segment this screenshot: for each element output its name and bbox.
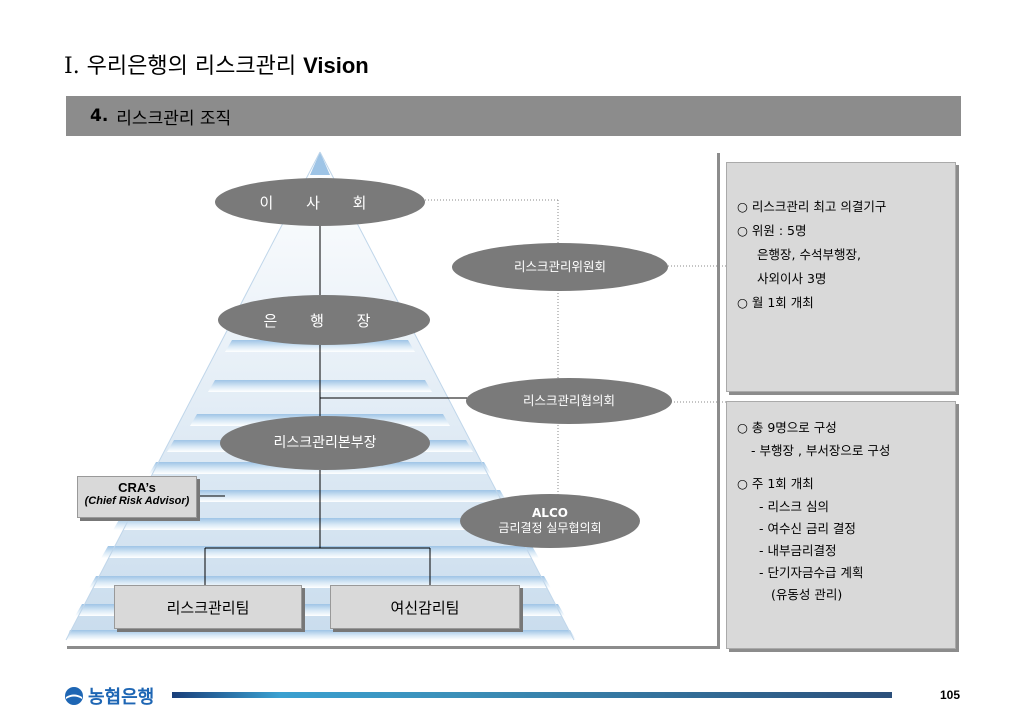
footer-rule — [172, 692, 892, 698]
ceo-oval: 은 행 장 — [218, 295, 430, 345]
committee-info-line: 은행장, 수석부행장, — [757, 247, 861, 262]
alco-oval: ALCO 금리결정 실무협의회 — [460, 494, 640, 548]
committee-info-box: ○ 리스크관리 최고 의결기구 ○ 위원 : 5명 은행장, 수석부행장, 사외… — [726, 162, 956, 392]
pyramid-apex — [310, 152, 330, 175]
council-info-line: - 여수신 금리 결정 — [759, 521, 856, 536]
risk-head-oval: 리스크관리본부장 — [220, 416, 430, 470]
page-number: 105 — [940, 688, 961, 702]
diagram-frame — [67, 153, 720, 649]
dotted-connectors — [425, 199, 726, 500]
bank-logo-text: 농협은행 — [88, 687, 155, 708]
credit-review-team-label: 여신감리팀 — [390, 598, 460, 617]
committee-info-line: ○ 위원 : 5명 — [737, 223, 807, 238]
cra-title: CRA’s — [118, 480, 156, 495]
bank-logo-icon — [65, 687, 83, 705]
section-number: 4. — [90, 106, 109, 126]
risk-committee-label: 리스크관리위원회 — [513, 259, 606, 274]
committee-info-line: 사외이사 3명 — [757, 271, 827, 286]
council-info-line: ○ 주 1회 개최 — [737, 476, 814, 491]
section-title: 리스크관리 조직 — [116, 108, 232, 129]
council-info-line: - 리스크 심의 — [759, 499, 829, 514]
page-title-main: I. 우리은행의 리스크관리 — [64, 54, 304, 79]
cra-subtitle: (Chief Risk Advisor) — [84, 495, 190, 507]
ceo-label: 은 행 장 — [263, 311, 385, 330]
committee-info-line: ○ 리스크관리 최고 의결기구 — [737, 199, 887, 214]
risk-team-box: 리스크관리팀 — [114, 585, 302, 629]
council-info-line: - 단기자금수급 계획 — [759, 565, 864, 580]
risk-council-label: 리스크관리협의회 — [522, 393, 615, 408]
risk-team-label: 리스크관리팀 — [166, 598, 250, 617]
committee-info-line: ○ 월 1회 개최 — [737, 295, 814, 310]
council-info-box: ○ 총 9명으로 구성 - 부행장 , 부서장으로 구성 ○ 주 1회 개최 -… — [726, 401, 956, 649]
risk-head-label: 리스크관리본부장 — [273, 435, 377, 451]
risk-council-oval: 리스크관리협의회 — [466, 378, 672, 424]
alco-title: ALCO — [532, 506, 568, 520]
bank-logo: 농협은행 — [64, 683, 154, 709]
cra-box: CRA’s (Chief Risk Advisor) — [77, 476, 197, 518]
section-header: 4. 리스크관리 조직 — [66, 96, 961, 136]
page-title: I. 우리은행의 리스크관리 Vision — [64, 48, 369, 80]
alco-subtitle: 금리결정 실무협의회 — [498, 521, 602, 535]
council-info-line: - 부행장 , 부서장으로 구성 — [751, 443, 891, 458]
org-connectors — [196, 225, 470, 585]
risk-committee-oval: 리스크관리위원회 — [452, 243, 668, 291]
council-info-line: ○ 총 9명으로 구성 — [737, 420, 837, 435]
board-label: 이 사 회 — [259, 193, 381, 212]
page-title-latin: Vision — [303, 53, 369, 78]
council-info-line: (유동성 관리) — [771, 587, 843, 602]
council-info-line: - 내부금리결정 — [759, 543, 837, 558]
board-oval: 이 사 회 — [215, 178, 425, 226]
credit-review-team-box: 여신감리팀 — [330, 585, 520, 629]
